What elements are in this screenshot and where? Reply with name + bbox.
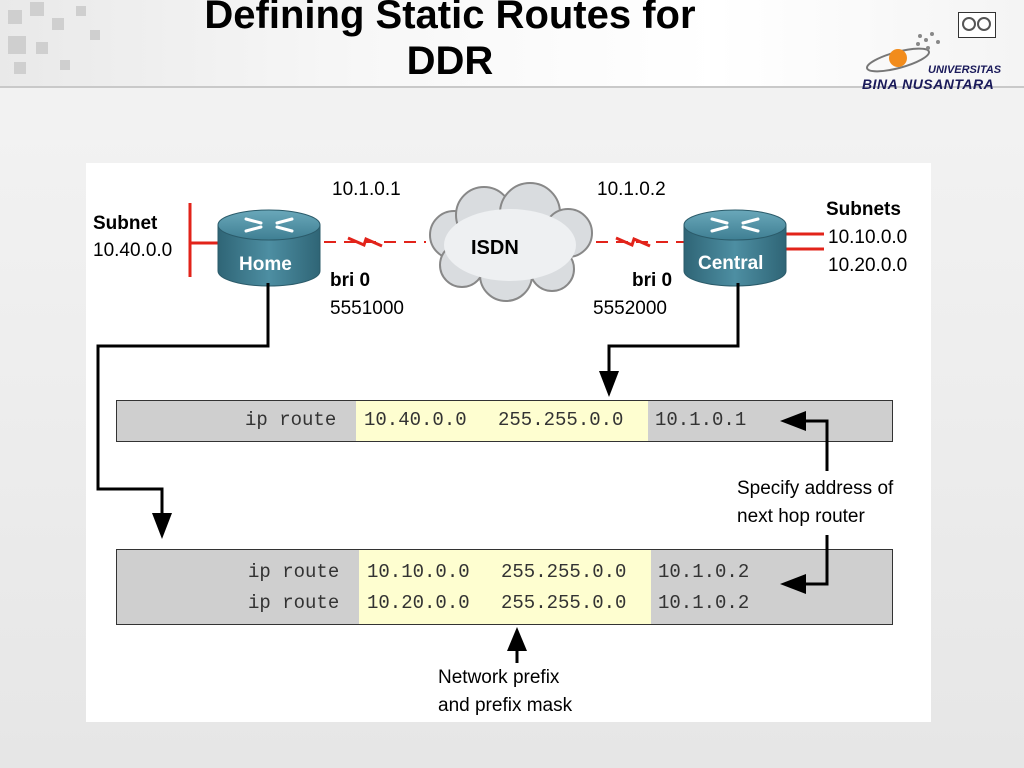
route-next-hop: 10.1.0.2 [658, 592, 750, 614]
decor-square [52, 18, 64, 30]
route-cmd: ip route [248, 561, 340, 583]
route-cmd: ip route [245, 409, 337, 431]
decor-square [8, 36, 26, 54]
central-bri-interface: bri 0 [632, 270, 673, 291]
next-hop-connector-top [798, 419, 829, 471]
home-isdn-link [324, 236, 426, 248]
decor-square [14, 62, 26, 74]
home-to-bottom-connector [96, 283, 270, 523]
decor-square [8, 10, 22, 24]
central-router-label: Central [698, 253, 763, 274]
isdn-label: ISDN [471, 237, 519, 259]
logo-text-universitas: UNIVERSITAS [928, 64, 1002, 76]
decor-square [30, 2, 44, 16]
central-to-top-connector [607, 283, 740, 378]
arrow-up-icon [507, 627, 527, 651]
prefix-annotation-line2: and prefix mask [438, 695, 573, 716]
arrow-down-icon [599, 371, 619, 397]
next-hop-connector-bottom [798, 535, 829, 586]
central-route-box: ip route 10.10.0.0 255.255.0.0 10.1.0.2 … [116, 549, 893, 625]
university-logo: UNIVERSITAS BINA NUSANTARA [858, 10, 1008, 92]
central-subnet-links [786, 232, 824, 251]
route-next-hop: 10.1.0.1 [655, 409, 747, 431]
home-isdn-number: 5551000 [330, 298, 404, 319]
prefix-annotation-line1: Network prefix [438, 667, 560, 688]
route-network: 10.10.0.0 [367, 561, 470, 583]
arrow-down-icon [152, 513, 172, 539]
central-isdn-link [576, 236, 686, 248]
logo-badge-icon [958, 12, 996, 38]
next-hop-annotation-line1: Specify address of [737, 478, 894, 499]
route-mask: 255.255.0.0 [501, 592, 627, 614]
decor-square [60, 60, 70, 70]
slide-title-line1: Defining Static Routes for [204, 0, 696, 37]
title-divider [0, 86, 1024, 88]
decor-square [36, 42, 48, 54]
home-route-box: ip route 10.40.0.0 255.255.0.0 10.1.0.1 [116, 400, 893, 442]
decor-square [90, 30, 100, 40]
home-bri-ip: 10.1.0.1 [332, 179, 401, 200]
decor-square [76, 6, 86, 16]
prefix-highlight [359, 550, 651, 624]
home-router-label: Home [239, 254, 292, 275]
arrow-left-icon [780, 411, 806, 431]
home-subnet-heading: Subnet [93, 213, 158, 234]
home-bri-interface: bri 0 [330, 270, 371, 291]
arrow-left-icon [780, 574, 806, 594]
route-network: 10.20.0.0 [367, 592, 470, 614]
slide-title: Defining Static Routes for DDR [100, 0, 800, 84]
route-mask: 255.255.0.0 [501, 561, 627, 583]
logo-emblem-icon [866, 32, 940, 73]
route-network: 10.40.0.0 [364, 409, 467, 431]
title-bar [0, 0, 1024, 88]
route-next-hop: 10.1.0.2 [658, 561, 750, 583]
diagram-panel: ip route 10.40.0.0 255.255.0.0 10.1.0.1 … [86, 163, 931, 722]
next-hop-annotation-line2: next hop router [737, 506, 865, 527]
route-mask: 255.255.0.0 [498, 409, 624, 431]
home-router-icon [217, 209, 321, 287]
central-bri-ip: 10.1.0.2 [597, 179, 666, 200]
central-router-icon [683, 209, 787, 287]
logo-text-name: BINA NUSANTARA [862, 76, 995, 92]
network-drawing: ISDN Home Central [96, 182, 829, 663]
central-isdn-number: 5552000 [593, 298, 667, 319]
isdn-cloud-icon [429, 182, 593, 302]
central-subnet-address: 10.20.0.0 [828, 255, 908, 276]
route-cmd: ip route [248, 592, 340, 614]
home-subnet-address: 10.40.0.0 [93, 240, 173, 261]
prefix-highlight [356, 401, 648, 441]
central-subnets-heading: Subnets [826, 199, 901, 220]
slide-title-line2: DDR [406, 39, 494, 83]
central-subnet-address: 10.10.0.0 [828, 227, 908, 248]
home-subnet-link [188, 203, 218, 277]
